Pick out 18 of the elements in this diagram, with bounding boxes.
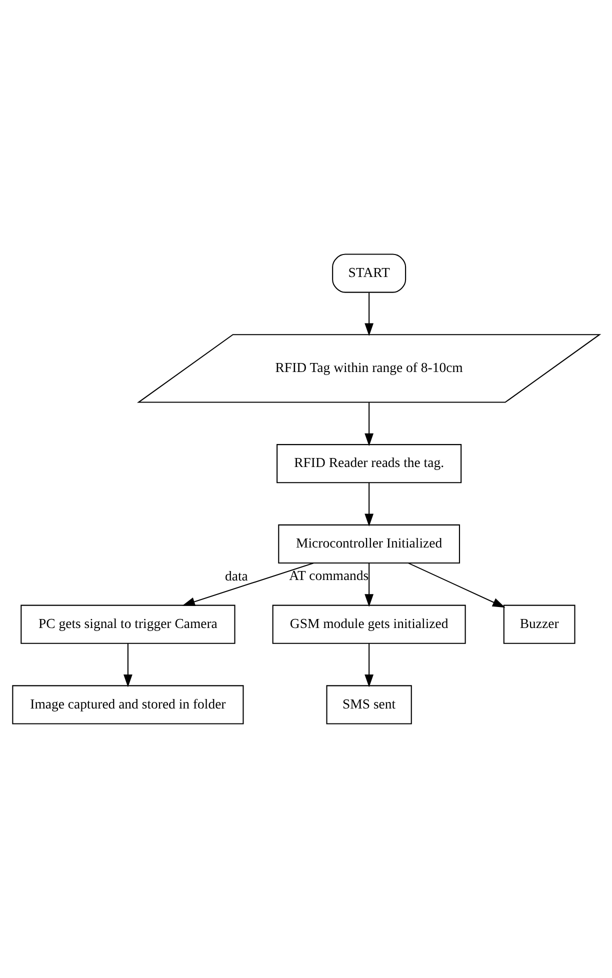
arrow xyxy=(124,644,132,688)
arrow xyxy=(364,563,374,607)
node-box: SMS sent xyxy=(326,685,412,724)
arrow xyxy=(182,562,314,606)
node-box: RFID Reader reads the tag. xyxy=(276,444,462,484)
node-box: START xyxy=(332,254,406,293)
arrow xyxy=(364,482,374,526)
node-box: GSM module gets initialized xyxy=(272,604,466,644)
edge-label: AT commands xyxy=(289,568,369,584)
node-box: PC gets signal to trigger Camera xyxy=(20,604,236,644)
node-box: Image captured and stored in folder xyxy=(12,685,244,724)
arrow xyxy=(364,644,374,688)
node-box: Microcontroller Initialized xyxy=(278,524,460,564)
node-box: Buzzer xyxy=(503,604,576,644)
arrow xyxy=(364,292,374,336)
arrow xyxy=(408,562,506,608)
edge-label: data xyxy=(225,568,248,584)
arrow xyxy=(364,402,374,446)
